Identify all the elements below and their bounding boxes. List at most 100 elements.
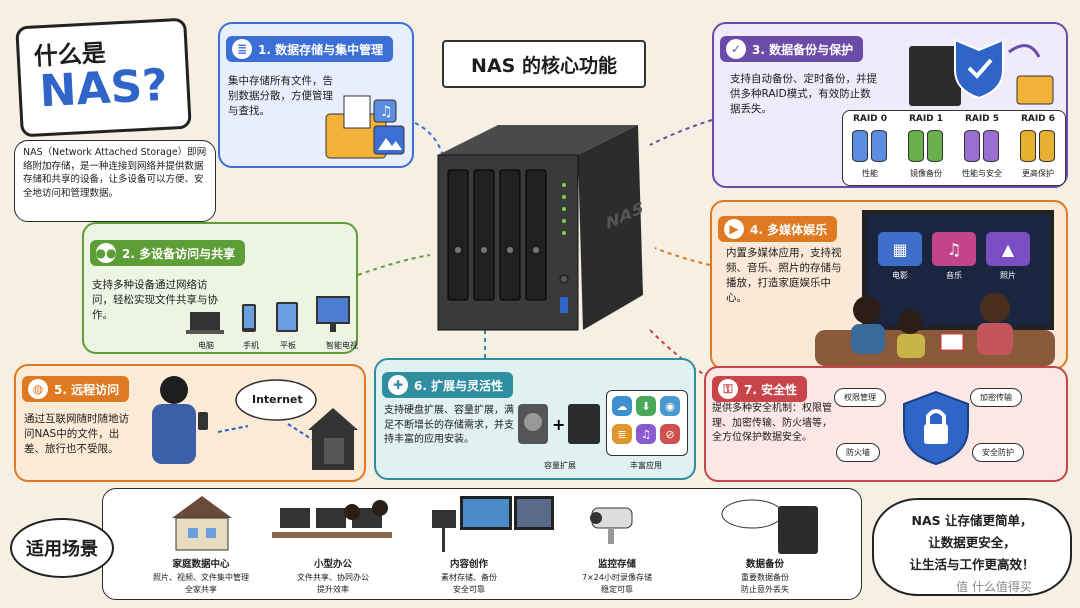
feature-4-text: 内置多媒体应用，支持视频、音乐、照片的存储与播放，打造家庭娱乐中心。 (726, 247, 842, 304)
feature-2-title: 2. 多设备访问与共享 (122, 246, 236, 261)
app-tile-icon: ⊘ (660, 424, 680, 444)
conclusion-bubble (872, 498, 1072, 596)
feature-6-text: 支持硬盘扩展、容量扩展，满足不断增长的存储需求，并支持丰富的应用安装。 (384, 405, 514, 445)
feature-7-card: ⚿ 7. 安全性 提供多种安全机制：权限管理、加密传输、防火墙等，全方位保护数据… (704, 366, 1068, 482)
device-label: 手机 (243, 341, 259, 350)
play-icon: ▶ (724, 219, 744, 239)
tv-app-tile: ▲ (986, 232, 1030, 266)
raid-desc: 更高保护 (1022, 169, 1054, 178)
scenario-line-2: 防止意外丢失 (741, 585, 789, 594)
scenario-line-1: 素材存储、备份 (441, 573, 497, 582)
disk-icon (871, 130, 887, 162)
family-sofa-illustration (815, 293, 1055, 366)
scenario-line-1: 文件共享、协同办公 (297, 573, 369, 582)
app-tile-icon: ≣ (612, 424, 632, 444)
scenario-line-2: 安全可靠 (453, 585, 485, 594)
tv-app-label: 照片 (1000, 271, 1016, 280)
remote-access-illustration (152, 376, 358, 470)
security-tag: 权限管理 (834, 388, 886, 407)
raid-desc: 性能 (862, 169, 878, 178)
app-tile-icon: ☁ (612, 396, 632, 416)
intro-description: NAS（Network Attached Storage）即网络附加存储，是一种… (23, 147, 207, 199)
conclusion-line-1: NAS 让存储更简单， (911, 513, 1033, 528)
feature-1-title: 1. 数据存储与集中管理 (258, 42, 384, 57)
feature-7-text: 提供多种安全机制：权限管理、加密传输、防火墙等，全方位保护数据安全。 (712, 403, 832, 443)
feature-1-badge: ≣ 1. 数据存储与集中管理 (226, 36, 394, 62)
tv-app-tile: ▦ (878, 232, 922, 266)
svg-text:+: + (552, 415, 565, 434)
internet-cloud-label: Internet (252, 393, 303, 406)
scenarios-heading-bubble: 适用场景 (10, 518, 114, 578)
tv-app-tile: ♫ (932, 232, 976, 266)
raid-disk-stack-icon (908, 130, 944, 162)
scenario-title: 内容创作 (449, 559, 488, 570)
puzzle-icon: ✚ (388, 375, 408, 395)
feature-7-badge: ⚿ 7. 安全性 (712, 376, 808, 402)
scenario-line-2: 全家共享 (185, 585, 217, 594)
disk-icon (964, 130, 980, 162)
scenario-line-1: 7×24小时录像存储 (582, 573, 652, 582)
disk-icon (1039, 130, 1055, 162)
scenarios-heading: 适用场景 (26, 539, 98, 560)
database-icon: ≣ (232, 39, 252, 59)
feature-3-badge: ✓ 3. 数据备份与保护 (720, 36, 864, 62)
folder-files-icon: ♫ (325, 95, 405, 159)
app-tile-icon: ⬇ (636, 396, 656, 416)
security-tag: 防火墙 (836, 443, 880, 462)
feature-1-card: ≣ 1. 数据存储与集中管理 集中存储所有文件，告别数据分散，方便管理与查找。 … (218, 22, 414, 168)
tv-app-label: 电影 (892, 271, 908, 280)
device-label: 智能电视 (326, 341, 358, 350)
conclusion-line-2: 让数据更安全， (928, 535, 1016, 550)
scenario-title: 监控存储 (597, 559, 636, 570)
feature-2-badge: ●● 2. 多设备访问与共享 (90, 240, 246, 266)
raid-disk-stack-icon (852, 130, 888, 162)
raid-desc: 性能与安全 (962, 169, 1002, 178)
nas-device-illustration (437, 125, 643, 331)
lock-icon: ⚿ (718, 379, 738, 399)
app-tile-icon: ♫ (636, 424, 656, 444)
feature-4-title: 4. 多媒体娱乐 (750, 222, 828, 237)
watermark: 值 什么值得买 (956, 580, 1032, 594)
backup-illustration (909, 38, 1054, 106)
tv-screen (862, 210, 1054, 330)
feature-5-badge: ◍ 5. 远程访问 (22, 376, 130, 402)
raid-disk-stack-icon (1020, 130, 1056, 162)
raid-name: RAID 6 (1020, 114, 1056, 124)
users-icon: ●● (96, 243, 116, 263)
raid-name: RAID 0 (852, 114, 888, 124)
feature-5-text: 通过互联网随时随地访问NAS中的文件，出差、旅行也不受限。 (24, 413, 129, 455)
capacity-expansion-label: 容量扩展 (544, 461, 576, 470)
device-label: 电脑 (198, 341, 214, 350)
disk-icon (1020, 130, 1036, 162)
feature-3-card: ✓ 3. 数据备份与保护 支持自动备份、定时备份，并提供多种RAID模式，有效防… (712, 22, 1068, 188)
globe-icon: ◍ (28, 379, 48, 399)
feature-6-title: 6. 扩展与灵活性 (414, 378, 504, 393)
intro-card: NAS（Network Attached Storage）即网络附加存储，是一种… (14, 140, 216, 222)
security-shield-icon (903, 390, 969, 466)
feature-3-title: 3. 数据备份与保护 (752, 42, 854, 57)
feature-7-title: 7. 安全性 (744, 382, 798, 397)
feature-2-text: 支持多种设备通过网络访问，轻松实现文件共享与协作。 (92, 279, 218, 321)
capacity-expansion-illustration: + (518, 404, 600, 444)
raid-disk-stack-icon (964, 130, 1000, 162)
security-tag: 加密传输 (970, 388, 1022, 407)
scenario-title: 家庭数据中心 (172, 559, 230, 570)
disk-icon (927, 130, 943, 162)
scenario-line-1: 照片、视频、文件集中管理 (153, 573, 249, 582)
raid-desc: 镜像备份 (910, 169, 942, 178)
feature-1-text: 集中存储所有文件，告别数据分散，方便管理与查找。 (228, 75, 333, 117)
scenario-title: 小型办公 (313, 559, 352, 570)
tv-app-label: 音乐 (946, 271, 962, 280)
conclusion-line-3: 让生活与工作更高效！ (909, 557, 1035, 572)
scenario-illustrations (172, 496, 818, 554)
intro-title-line2: NAS? (38, 59, 169, 118)
disk-icon (852, 130, 868, 162)
center-banner: NAS 的核心功能 (442, 40, 646, 88)
device-label: 平板 (280, 341, 296, 350)
scenario-line-2: 提升效率 (317, 585, 349, 594)
app-tile-icon: ◉ (660, 396, 680, 416)
scenario-line-2: 稳定可靠 (601, 585, 633, 594)
disk-icon (908, 130, 924, 162)
feature-6-badge: ✚ 6. 扩展与灵活性 (382, 372, 514, 398)
raid-name: RAID 5 (964, 114, 1000, 124)
